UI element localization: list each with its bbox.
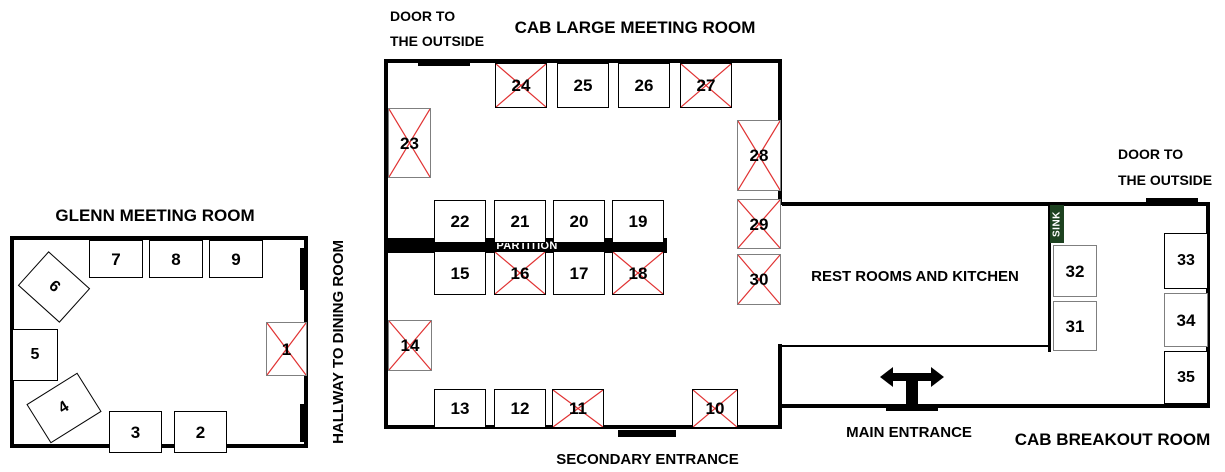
table-9[interactable]: 9 — [209, 240, 263, 278]
table-number: 6 — [45, 277, 64, 296]
table-20[interactable]: 20 — [553, 200, 605, 243]
table-number: 21 — [510, 212, 530, 231]
main-entrance-arrow-icon — [880, 367, 944, 405]
table-number: 17 — [569, 263, 589, 283]
table-31[interactable]: 31 — [1053, 301, 1097, 351]
table-number: 4 — [55, 398, 73, 418]
table-24[interactable]: 24 — [495, 63, 547, 108]
table-23[interactable]: 23 — [388, 108, 431, 178]
table-number: 29 — [749, 214, 769, 234]
kitchen-wall-top — [782, 202, 1050, 206]
table-number: 13 — [450, 399, 470, 418]
table-number: 24 — [511, 76, 531, 95]
table-28[interactable]: 28 — [737, 120, 781, 191]
table-number: 11 — [569, 399, 587, 418]
table-number: 33 — [1177, 252, 1195, 269]
breakout-wall-bottom — [782, 404, 1210, 408]
table-29[interactable]: 29 — [737, 199, 781, 249]
door-to-outside-left-label-line2: THE OUTSIDE — [390, 33, 485, 49]
breakout-wall-right — [1206, 202, 1210, 408]
table-16[interactable]: 16 — [494, 251, 546, 295]
table-14[interactable]: 14 — [388, 320, 432, 371]
sink-marker: SINK — [1050, 205, 1064, 243]
breakout-wall-left-divider — [1048, 206, 1051, 352]
cab-large-meeting-room-title: CAB LARGE MEETING ROOM — [514, 18, 756, 37]
table-33[interactable]: 33 — [1164, 233, 1208, 289]
table-number: 26 — [634, 76, 654, 95]
table-number: 30 — [749, 270, 769, 289]
cab-breakout-room-title: CAB BREAKOUT ROOM — [1014, 430, 1211, 449]
table-1[interactable]: 1 — [266, 322, 307, 376]
door-main-entrance[interactable] — [886, 404, 938, 411]
door-to-outside-top-right[interactable] — [1146, 198, 1198, 205]
secondary-entrance-label: SECONDARY ENTRANCE — [556, 451, 739, 468]
table-number: 31 — [1065, 316, 1085, 336]
table-2[interactable]: 2 — [174, 411, 227, 453]
table-number: 1 — [281, 339, 292, 359]
cab-large-wall-top — [384, 59, 782, 63]
table-number: 19 — [628, 212, 648, 231]
table-12[interactable]: 12 — [494, 389, 546, 428]
table-number: 35 — [1177, 368, 1195, 386]
table-number: 5 — [30, 346, 40, 363]
cab-large-wall-right-lower — [778, 344, 782, 429]
table-number: 8 — [171, 249, 181, 269]
table-17[interactable]: 17 — [553, 251, 605, 295]
table-26[interactable]: 26 — [618, 63, 670, 108]
table-number: 34 — [1176, 310, 1196, 330]
table-number: 2 — [195, 422, 206, 442]
table-7[interactable]: 7 — [89, 240, 143, 278]
table-number: 25 — [573, 76, 593, 95]
table-34[interactable]: 34 — [1164, 293, 1208, 347]
rest-rooms-and-kitchen-label: REST ROOMS AND KITCHEN — [811, 268, 1019, 285]
table-number: 23 — [400, 133, 419, 153]
table-30[interactable]: 30 — [737, 254, 781, 305]
table-number: 32 — [1065, 261, 1085, 281]
table-27[interactable]: 27 — [680, 63, 732, 108]
table-25[interactable]: 25 — [557, 63, 609, 108]
table-19[interactable]: 19 — [612, 200, 664, 243]
door-hallway-lower[interactable] — [300, 404, 308, 442]
breakout-wall-top — [1048, 202, 1210, 206]
table-number: 9 — [231, 249, 241, 269]
table-4[interactable]: 4 — [26, 372, 102, 444]
table-21[interactable]: 21 — [494, 200, 546, 243]
table-number: 20 — [569, 212, 589, 231]
table-number: 7 — [111, 249, 121, 269]
table-number: 27 — [696, 76, 716, 95]
table-8[interactable]: 8 — [149, 240, 203, 278]
table-number: 22 — [450, 212, 470, 231]
table-13[interactable]: 13 — [434, 389, 486, 428]
table-number: 12 — [510, 399, 530, 418]
main-entrance-label: MAIN ENTRANCE — [846, 424, 972, 441]
door-secondary-entrance[interactable] — [618, 430, 676, 437]
table-22[interactable]: 22 — [434, 200, 486, 243]
table-number: 15 — [450, 263, 470, 283]
table-3[interactable]: 3 — [109, 411, 162, 453]
door-to-outside-right-label-line2: THE OUTSIDE — [1118, 172, 1213, 188]
door-to-outside-top-left[interactable] — [418, 59, 470, 66]
table-18[interactable]: 18 — [612, 251, 664, 295]
table-number: 28 — [749, 146, 769, 165]
door-to-outside-right-label-line1: DOOR TO — [1118, 146, 1184, 162]
door-to-outside-left-label-line1: DOOR TO — [390, 8, 456, 24]
table-number: 14 — [400, 336, 420, 355]
cab-large-wall-left — [384, 59, 388, 429]
table-35[interactable]: 35 — [1164, 351, 1208, 404]
table-5[interactable]: 5 — [12, 329, 58, 381]
table-15[interactable]: 15 — [434, 251, 486, 295]
table-10[interactable]: 10 — [692, 389, 738, 428]
hallway-to-dining-room-label: HALLWAY TO DINING ROOM — [330, 240, 347, 444]
table-number: 18 — [628, 263, 648, 283]
door-hallway-upper[interactable] — [300, 248, 308, 290]
table-number: 3 — [130, 422, 141, 442]
glenn-wall-top — [10, 236, 308, 240]
table-number: 16 — [510, 263, 530, 283]
table-6[interactable]: 6 — [17, 251, 91, 323]
kitchen-wall-bottom — [782, 345, 1050, 347]
table-number: 10 — [705, 399, 725, 418]
table-32[interactable]: 32 — [1053, 245, 1097, 297]
table-11[interactable]: 11 — [552, 389, 604, 428]
glenn-meeting-room-title: GLENN MEETING ROOM — [55, 206, 255, 225]
